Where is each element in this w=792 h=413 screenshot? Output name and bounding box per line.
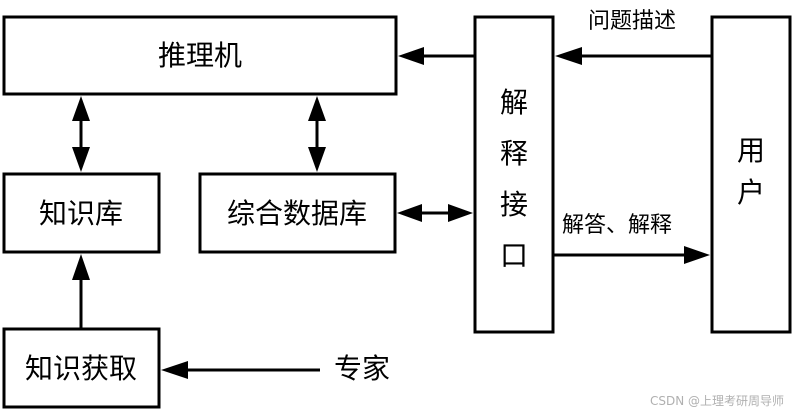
user-char: 用 [737,134,765,167]
expert-label: 专家 [334,352,390,385]
integrated-database-box [198,172,397,254]
double-arrow-inference-database [308,96,326,172]
arrow-expert-to-acquisition [161,361,320,379]
arrow-user-to-interface [555,47,712,65]
knowledge-base-label: 知识库 [39,197,123,230]
watermark: CSDN @上理考研周导师 [649,394,784,408]
knowledge-base-box [2,172,161,254]
double-arrow-inference-knowledge [72,96,90,172]
inference-engine-label: 推理机 [158,39,242,72]
user-box [710,15,792,334]
double-arrow-database-interface [397,204,473,222]
user-char: 户 [737,176,765,209]
arrow-interface-to-inference [398,47,475,65]
inference-engine-box [2,15,398,96]
explanation-interface-char: 释 [500,137,528,170]
problem-description-label: 问题描述 [588,9,676,34]
explanation-interface-char: 解 [500,86,528,119]
arrow-acquisition-to-knowledge [72,254,90,329]
explanation-interface-char: 口 [500,239,528,272]
explanation-interface-char: 接 [500,188,528,221]
integrated-database-label: 综合数据库 [227,197,367,230]
explanation-interface-box [473,15,555,334]
knowledge-acquisition-label: 知识获取 [25,352,137,385]
answer-explanation-label: 解答、解释 [562,213,672,238]
knowledge-acquisition-box [2,327,161,409]
arrow-interface-to-user [553,246,710,264]
